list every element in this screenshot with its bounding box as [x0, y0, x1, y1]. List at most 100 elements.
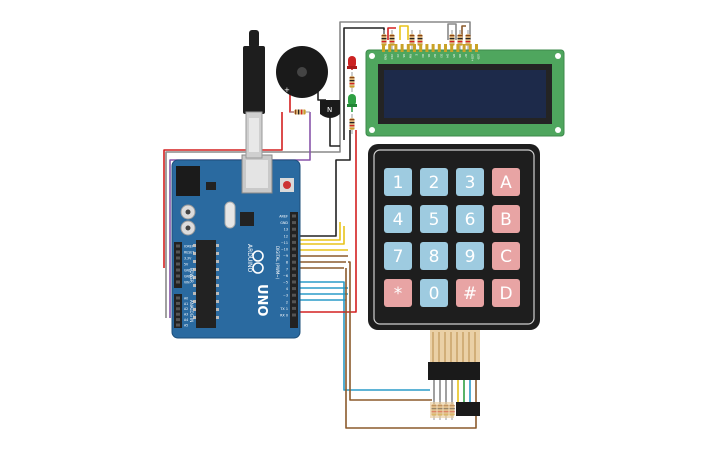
dc-jack[interactable]	[176, 166, 200, 196]
transistor[interactable]: N	[320, 100, 340, 118]
wire-lcd-3[interactable]	[399, 25, 409, 40]
key-4[interactable]: 4	[384, 205, 412, 233]
digital-pin[interactable]	[292, 227, 296, 231]
power-pin[interactable]	[176, 244, 180, 248]
power-pin[interactable]	[176, 274, 180, 278]
digital-pin-label: ~10	[281, 248, 288, 252]
key-#[interactable]: #	[456, 279, 484, 307]
key-5[interactable]: 5	[420, 205, 448, 233]
key-7[interactable]: 7	[384, 242, 412, 270]
wire-red-power[interactable]	[163, 112, 283, 268]
digital-pin[interactable]	[292, 300, 296, 304]
lcd-pin[interactable]	[475, 44, 478, 52]
key-A[interactable]: A	[492, 168, 520, 196]
resistor[interactable]	[349, 72, 355, 92]
wire-lcd-2[interactable]	[387, 27, 396, 40]
resistor[interactable]	[389, 30, 395, 50]
lcd-pin-label: D0	[421, 54, 425, 58]
key-C[interactable]: C	[492, 242, 520, 270]
buzzer[interactable]: +	[276, 46, 328, 98]
digital-pin[interactable]	[292, 214, 296, 218]
analog-pin[interactable]	[176, 301, 180, 305]
key-2[interactable]: 2	[420, 168, 448, 196]
wire-d11[interactable]	[296, 226, 345, 245]
digital-pin[interactable]	[292, 313, 296, 317]
lcd-pin[interactable]	[456, 44, 460, 52]
digital-pin-label: ~3	[283, 294, 288, 298]
wire-transistor-gnd[interactable]	[329, 116, 340, 147]
led-green[interactable]	[347, 94, 357, 107]
key-*[interactable]: *	[384, 279, 412, 307]
wire-lcd-4[interactable]	[447, 23, 457, 40]
lcd-pin[interactable]	[382, 44, 385, 52]
key-D[interactable]: D	[492, 279, 520, 307]
analog-pin[interactable]	[176, 312, 180, 316]
power-pin[interactable]	[176, 250, 180, 254]
key-3[interactable]: 3	[456, 168, 484, 196]
resistor[interactable]	[290, 109, 310, 115]
lcd-pin[interactable]	[450, 44, 454, 52]
lcd-pin[interactable]	[400, 44, 404, 52]
lcd-pin-label: V0	[396, 54, 400, 58]
wire-d6[interactable]	[296, 281, 430, 391]
resistor[interactable]	[409, 30, 415, 50]
power-pin[interactable]	[176, 280, 180, 284]
analog-pin[interactable]	[176, 307, 180, 311]
atmega-chip	[196, 240, 216, 328]
key-label: 1	[393, 173, 404, 193]
wire-lcd-5[interactable]	[461, 25, 466, 40]
key-B[interactable]: B	[492, 205, 520, 233]
digital-pin[interactable]	[292, 293, 296, 297]
power-pin[interactable]	[176, 256, 180, 260]
resistor[interactable]	[349, 114, 355, 134]
analog-pin[interactable]	[176, 318, 180, 322]
analog-pin-label: A5	[184, 323, 188, 327]
digital-pin[interactable]	[292, 234, 296, 238]
digital-pin[interactable]	[292, 240, 296, 244]
lcd-pin[interactable]	[388, 44, 392, 52]
digital-pin[interactable]	[292, 260, 296, 264]
lcd-pin[interactable]	[406, 44, 410, 52]
power-pin[interactable]	[176, 268, 180, 272]
analog-pin[interactable]	[176, 323, 180, 327]
digital-pin[interactable]	[292, 306, 296, 310]
lcd-pin[interactable]	[437, 44, 441, 52]
digital-pin[interactable]	[292, 280, 296, 284]
wire-d13[interactable]	[296, 130, 351, 237]
lcd-pin[interactable]	[444, 44, 447, 52]
arduino-board[interactable]: ARDUINO UNO DIGITAL (PWM~) AREFGND1312~1…	[171, 154, 301, 339]
resistor[interactable]	[457, 30, 463, 50]
led-red[interactable]	[347, 56, 357, 69]
lcd-pin[interactable]	[425, 44, 429, 52]
lcd-pin[interactable]	[413, 44, 416, 52]
lcd-pin[interactable]	[431, 44, 435, 52]
digital-pin[interactable]	[292, 287, 296, 291]
wire-brown-bottom[interactable]	[345, 268, 477, 429]
digital-pin[interactable]	[292, 247, 296, 251]
lcd-pin[interactable]	[419, 44, 423, 52]
key-9[interactable]: 9	[456, 242, 484, 270]
lcd-pin[interactable]	[394, 44, 398, 52]
lcd-pin[interactable]	[468, 44, 472, 52]
wire-gray-top[interactable]	[165, 21, 471, 318]
key-8[interactable]: 8	[420, 242, 448, 270]
key-6[interactable]: 6	[456, 205, 484, 233]
analog-pin-label: A4	[184, 318, 188, 322]
digital-pin[interactable]	[292, 254, 296, 258]
resistor[interactable]	[465, 30, 471, 50]
digital-pin[interactable]	[292, 221, 296, 225]
wire-d12[interactable]	[296, 222, 341, 241]
digital-pin[interactable]	[292, 267, 296, 271]
analog-pin[interactable]	[176, 296, 180, 300]
key-0[interactable]: 0	[420, 279, 448, 307]
power-pin[interactable]	[176, 262, 180, 266]
digital-pin-label: ~9	[283, 254, 288, 258]
lcd-pin[interactable]	[462, 44, 466, 52]
wire-d2[interactable]	[296, 130, 357, 313]
digital-pin[interactable]	[292, 273, 296, 277]
key-1[interactable]: 1	[384, 168, 412, 196]
wire-brown-bottom-2[interactable]	[348, 261, 432, 401]
